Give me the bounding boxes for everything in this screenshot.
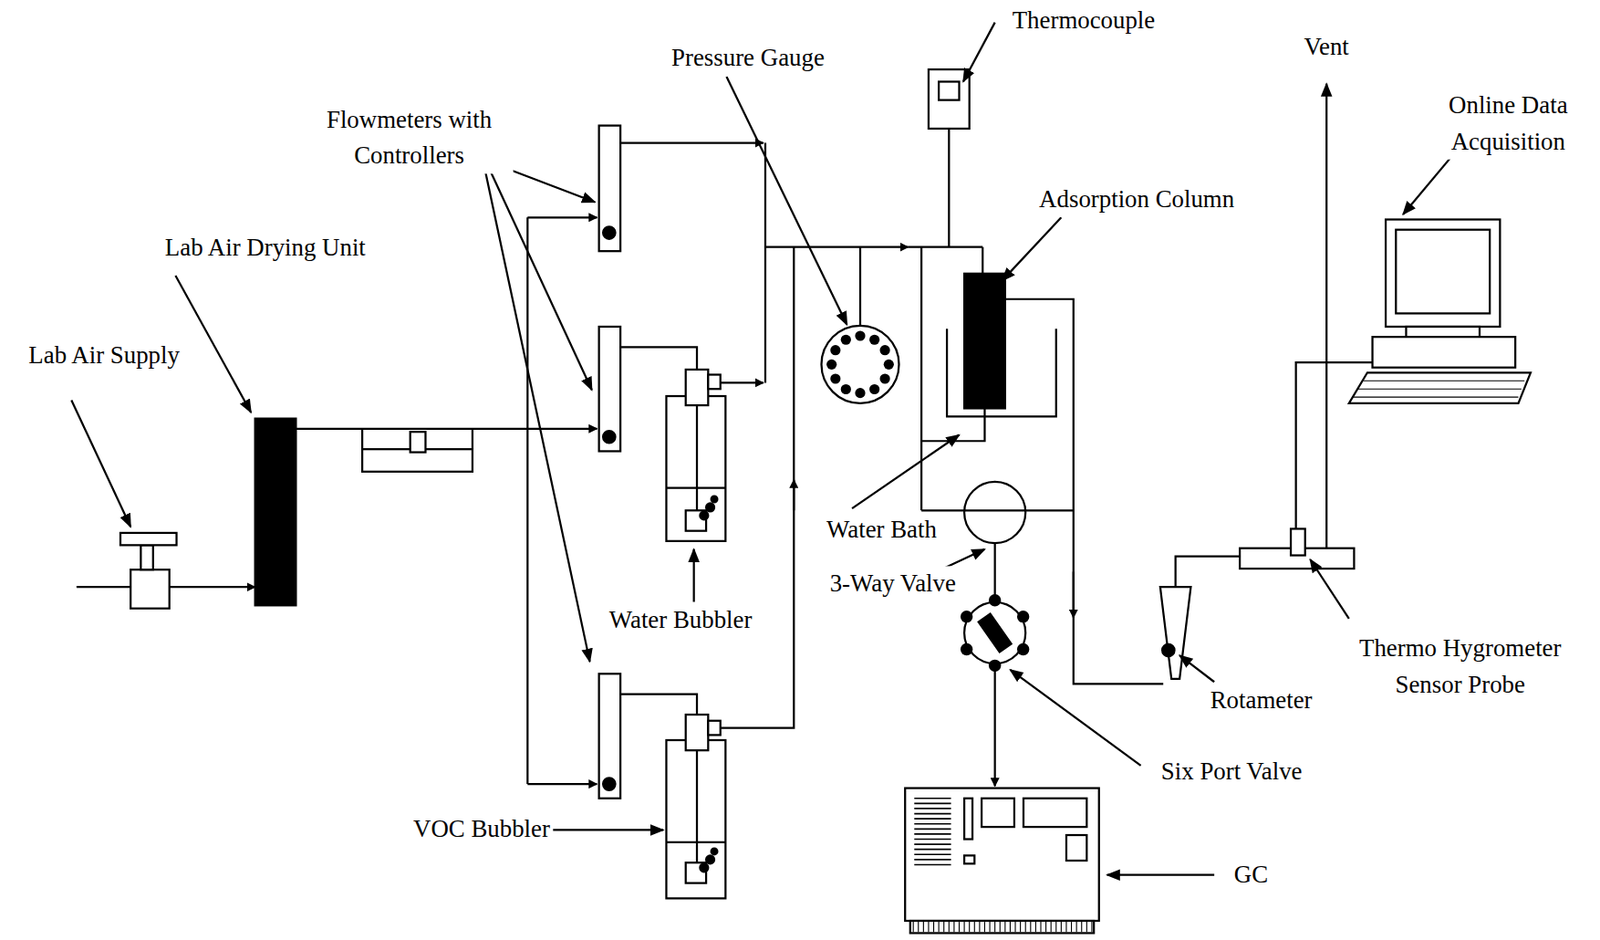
callout-label: Lab Air Supply	[26, 337, 182, 374]
callout-label: Online Data Acquisition	[1429, 87, 1587, 159]
callout-label: Pressure Gauge	[669, 40, 827, 76]
callout-label: Thermo Hygrometer Sensor Probe	[1348, 631, 1572, 703]
callout-label: Thermocouple	[1009, 2, 1157, 39]
callout-label: Water Bath	[824, 511, 939, 548]
callout-label: Vent	[1301, 29, 1351, 65]
callout-label: VOC Bubbler	[411, 810, 552, 847]
callout-label: Flowmeters with Controllers	[304, 102, 513, 174]
callout-label: Lab Air Drying Unit	[163, 229, 368, 266]
callout-label: Water Bubbler	[607, 602, 755, 638]
callout-label: 3-Way Valve	[827, 565, 958, 602]
callout-label: Rotameter	[1207, 682, 1314, 718]
callout-label: Six Port Valve	[1159, 753, 1305, 790]
callout-label: GC	[1232, 856, 1271, 893]
callout-label: Adsorption Column	[1037, 181, 1237, 218]
